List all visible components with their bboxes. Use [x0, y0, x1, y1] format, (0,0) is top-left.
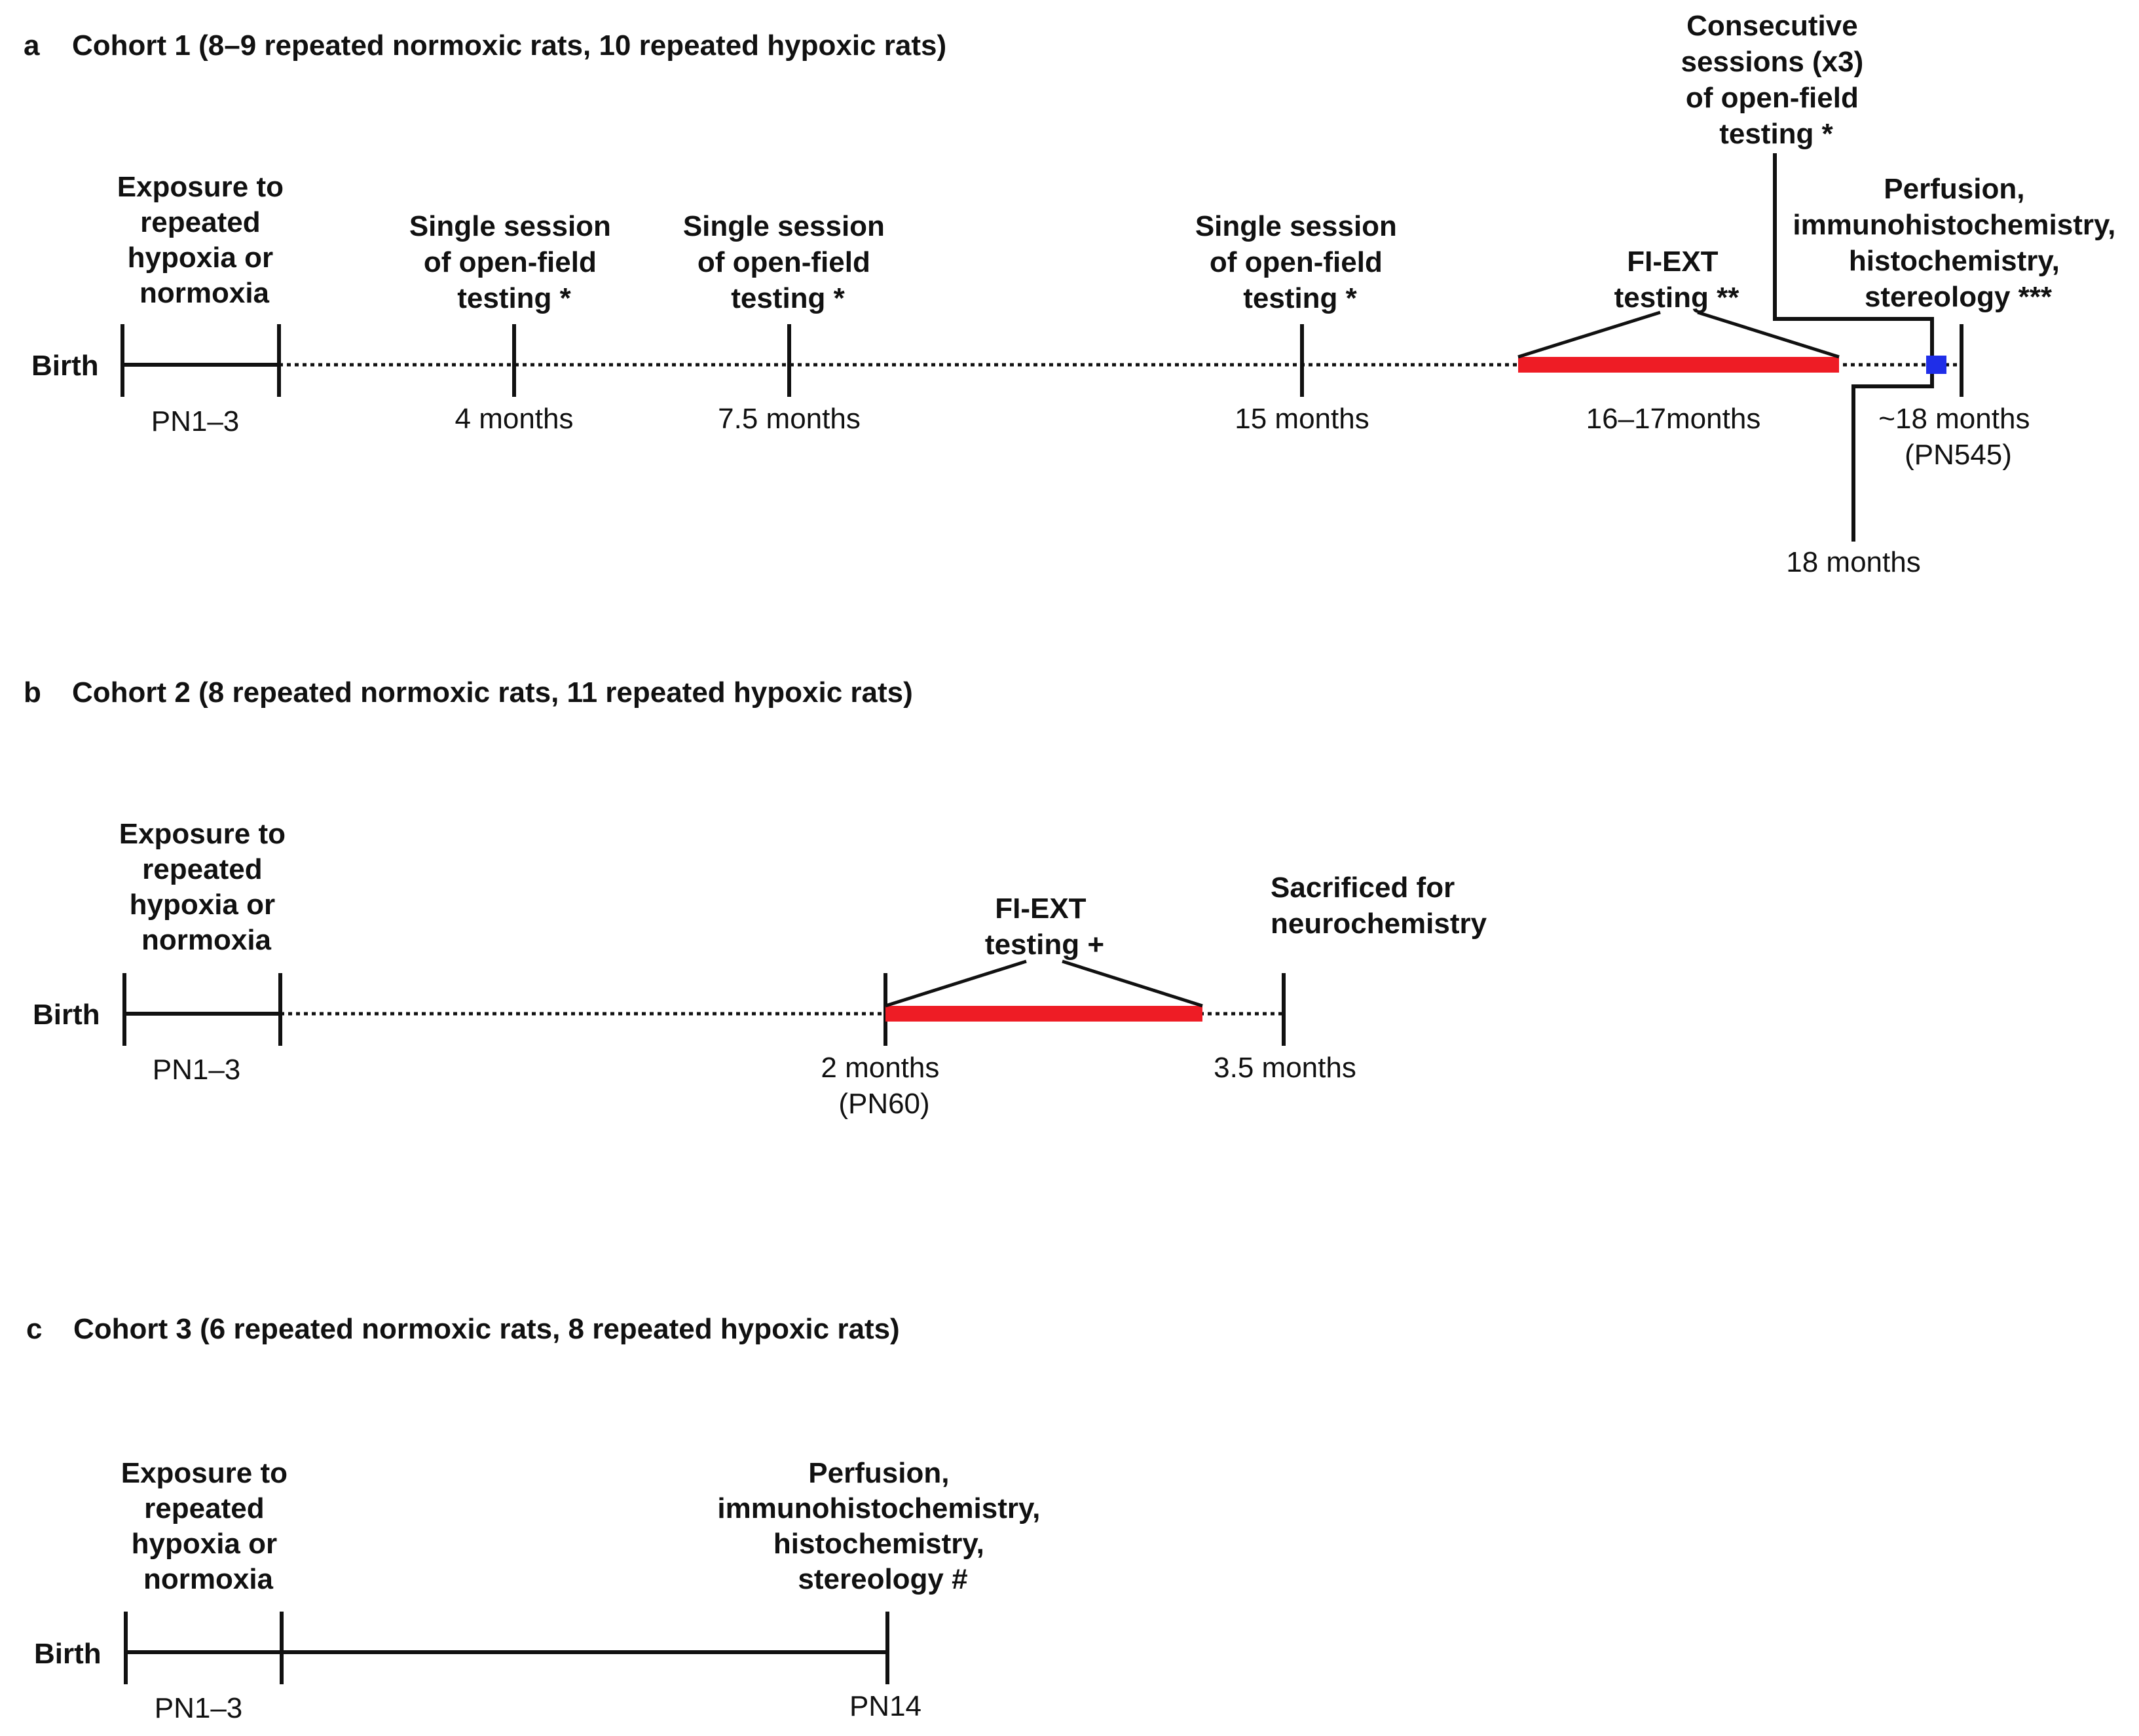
panel-a-fi-ext-bar — [1518, 357, 1839, 373]
panel-a-open-field-4mo-label: Single session of open-field testing * — [409, 210, 619, 314]
panel-a-time-15mo: 15 months — [1235, 403, 1369, 435]
panel-b-birth-label: Birth — [33, 999, 100, 1031]
panel-a-fi-ext-wedge-left — [1517, 310, 1661, 359]
panel-a-exposure-label: Exposure to repeated hypoxia or normoxia — [117, 171, 292, 309]
panel-b-time-2mo: 2 months (PN60) — [821, 1052, 947, 1120]
panel-a-title: Cohort 1 (8–9 repeated normoxic rats, 10… — [72, 29, 946, 62]
panel-a-consecutive-connector — [1773, 153, 1934, 365]
panel-c-time-pn14: PN14 — [849, 1690, 921, 1722]
panel-b-fi-ext-bar — [885, 1006, 1202, 1022]
panel-c-letter: c — [26, 1313, 42, 1345]
panel-a-time-16-17mo: 16–17months — [1586, 403, 1761, 435]
panel-c-perfusion-label: Perfusion, immunohistochemistry, histoch… — [717, 1457, 1048, 1595]
panel-a-letter: a — [24, 29, 40, 62]
panel-b-exposure-label: Exposure to repeated hypoxia or normoxia — [119, 818, 294, 956]
panel-c-birth-label: Birth — [34, 1638, 102, 1670]
panel-a: a Cohort 1 (8–9 repeated normoxic rats, … — [24, 10, 2123, 578]
panel-b-fi-ext-wedge-left — [885, 959, 1027, 1008]
panel-a-perfusion-marker — [1926, 356, 1946, 374]
panel-c: c Cohort 3 (6 repeated normoxic rats, 8 … — [26, 1313, 1048, 1724]
panel-c-title: Cohort 3 (6 repeated normoxic rats, 8 re… — [73, 1313, 900, 1345]
panel-a-fi-ext-wedge-right — [1697, 310, 1840, 359]
panel-a-time-4mo: 4 months — [455, 403, 574, 435]
panel-b-letter: b — [24, 676, 41, 709]
panel-a-open-field-7-5mo-label: Single session of open-field testing * — [683, 210, 893, 314]
panel-b-fi-ext-label: FI-EXT testing + — [985, 893, 1104, 961]
panel-a-time-7-5mo: 7.5 months — [718, 403, 861, 435]
panel-c-exposure-label: Exposure to repeated hypoxia or normoxia — [121, 1457, 296, 1595]
panel-a-time-18mo: 18 months — [1786, 546, 1920, 578]
panel-b: b Cohort 2 (8 repeated normoxic rats, 11… — [24, 676, 1487, 1120]
panel-b-fi-ext-wedge-right — [1062, 959, 1203, 1008]
panel-b-title: Cohort 2 (8 repeated normoxic rats, 11 r… — [72, 676, 913, 709]
panel-c-time-pn1-3: PN1–3 — [155, 1692, 243, 1724]
panel-a-time-pn1-3: PN1–3 — [151, 405, 240, 437]
panel-a-open-field-15mo-label: Single session of open-field testing * — [1195, 210, 1405, 314]
panel-a-18mo-connector — [1851, 365, 1934, 542]
panel-b-sacrificed-label: Sacrificed for neurochemistry — [1271, 872, 1487, 940]
panel-a-consecutive-label: Consecutive sessions (x3) of open-field … — [1681, 10, 1871, 150]
panel-b-time-3-5mo: 3.5 months — [1214, 1052, 1356, 1084]
panel-a-perfusion-label: Perfusion, immunohistochemistry, histoch… — [1793, 173, 2123, 313]
panel-a-birth-label: Birth — [31, 350, 99, 382]
panel-b-time-pn1-3: PN1–3 — [153, 1054, 241, 1086]
panel-a-time-18mo-pn545: ~18 months (PN545) — [1878, 403, 2037, 471]
panel-a-fi-ext-label: FI-EXT testing ** — [1614, 246, 1740, 314]
